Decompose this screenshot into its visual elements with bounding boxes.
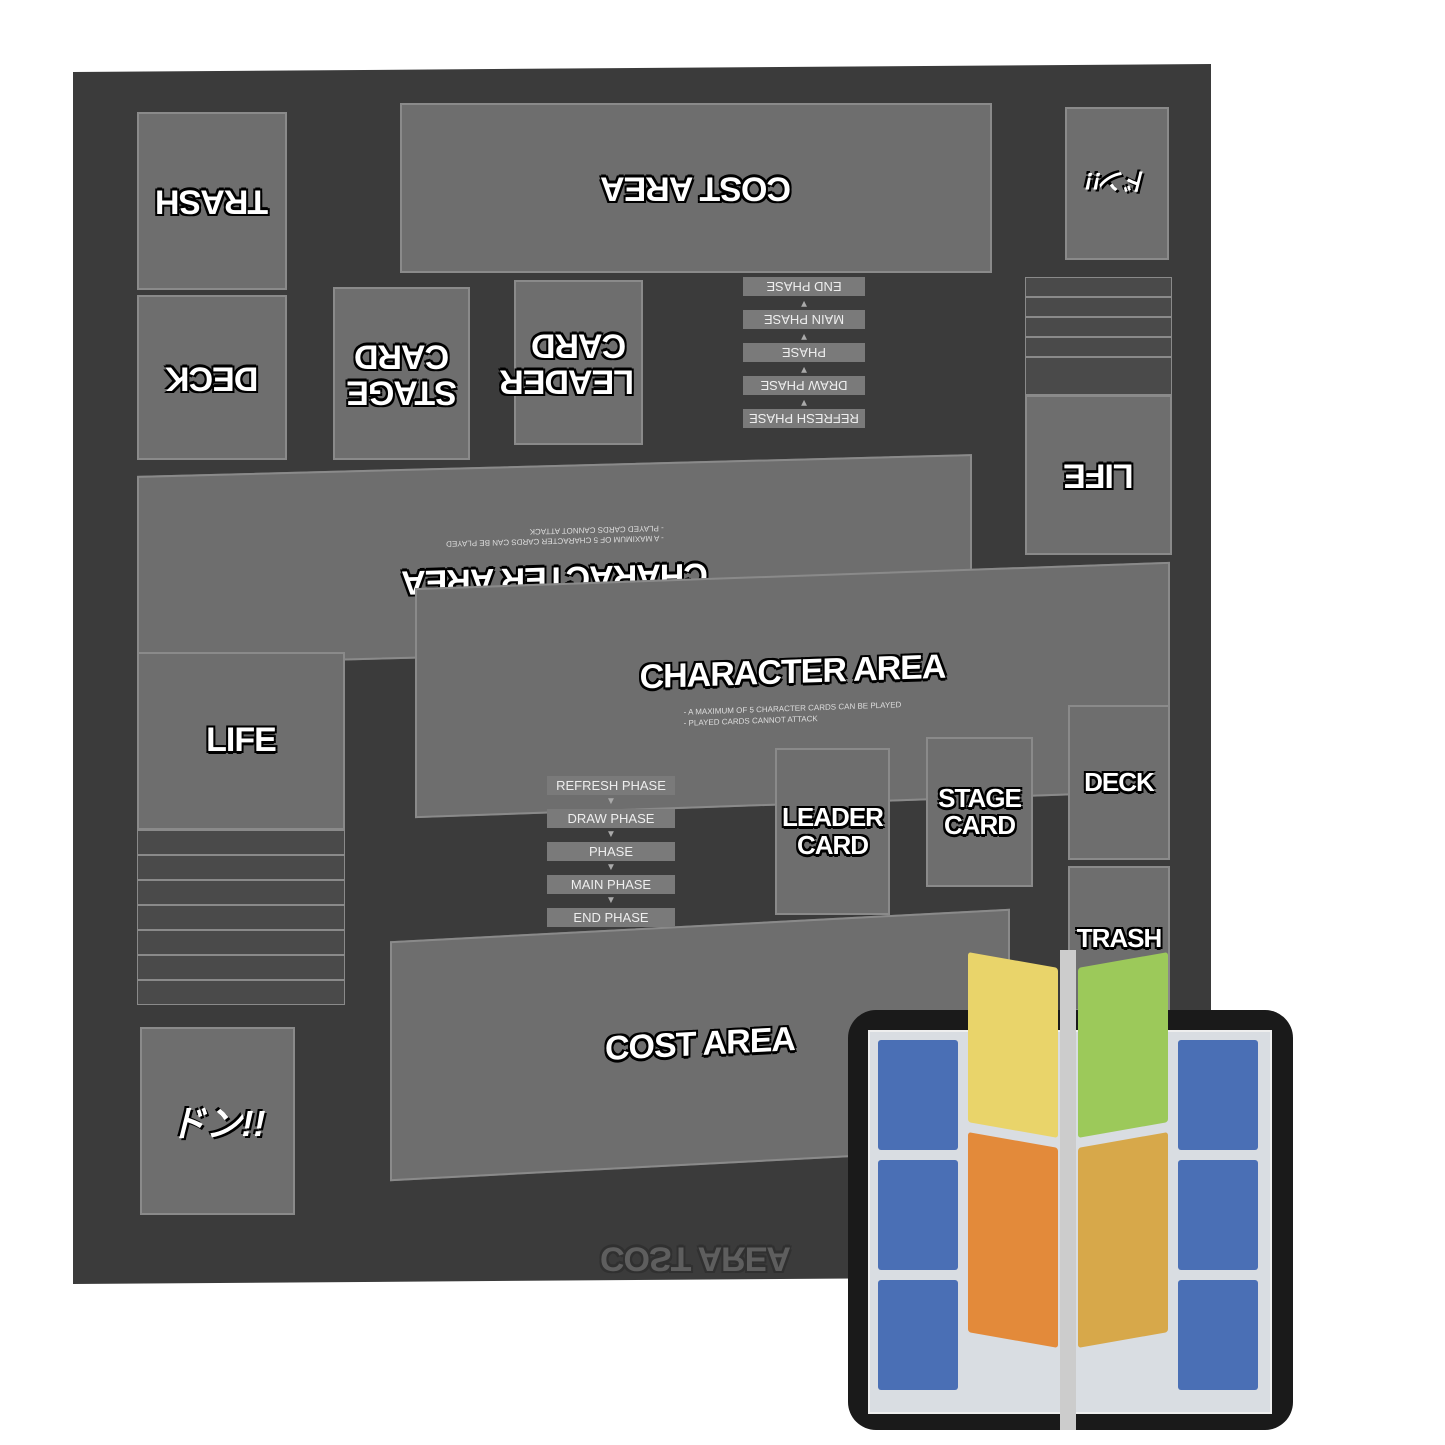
zone-label: COST AREA bbox=[605, 1020, 795, 1069]
card bbox=[968, 1132, 1058, 1348]
life-strip bbox=[137, 955, 345, 980]
zone-label: STAGE CARD bbox=[938, 782, 1022, 840]
phase-item: DRAW PHASE bbox=[743, 376, 865, 395]
life-strip bbox=[137, 855, 345, 880]
arrow-down-icon: ▼ bbox=[799, 397, 809, 408]
opponent-deck-zone: DECK bbox=[137, 295, 287, 460]
arrow-down-icon: ▼ bbox=[799, 364, 809, 375]
player-deck-zone: DECK bbox=[1068, 705, 1170, 860]
zone-label: DECK bbox=[1084, 766, 1155, 797]
phase-item: END PHASE bbox=[547, 908, 675, 927]
zone-label: COST AREA bbox=[601, 169, 791, 208]
life-strip bbox=[137, 880, 345, 905]
zone-label: CHARACTER AREA bbox=[639, 647, 946, 697]
card bbox=[878, 1160, 958, 1270]
opponent-stage-zone: STAGE CARD bbox=[333, 287, 470, 460]
opponent-trash-zone: TRASH bbox=[137, 112, 287, 290]
arrow-down-icon: ▼ bbox=[606, 829, 616, 840]
zone-label: STAGE CARD bbox=[346, 337, 457, 412]
opponent-leader-zone: LEADER CARD bbox=[499, 280, 643, 445]
card bbox=[1078, 952, 1168, 1138]
arrow-down-icon: ▼ bbox=[606, 862, 616, 873]
phase-item: END PHASE bbox=[743, 277, 865, 296]
zone-label: LIFE bbox=[1063, 456, 1134, 495]
phase-item: MAIN PHASE bbox=[547, 875, 675, 894]
binder-spine bbox=[1060, 950, 1076, 1430]
life-strip bbox=[137, 980, 345, 1005]
opponent-cost-area: COST AREA bbox=[400, 103, 992, 273]
player-don-zone: ドン!! bbox=[140, 1027, 295, 1215]
life-strip bbox=[1025, 297, 1172, 317]
card-binder bbox=[848, 950, 1293, 1430]
life-strip bbox=[1025, 317, 1172, 337]
zone-label: LEADER CARD bbox=[499, 326, 634, 401]
zone-label: LEADER CARD bbox=[782, 802, 884, 860]
arrow-down-icon: ▼ bbox=[799, 331, 809, 342]
zone-label: DECK bbox=[165, 359, 259, 398]
card bbox=[878, 1040, 958, 1150]
zone-label: TRASH bbox=[1076, 922, 1163, 953]
arrow-down-icon: ▼ bbox=[606, 895, 616, 906]
card bbox=[968, 952, 1058, 1138]
opponent-phase-list: REFRESH PHASE▼ DRAW PHASE▼ PHASE▼ MAIN P… bbox=[743, 277, 865, 428]
card bbox=[1078, 1132, 1168, 1348]
card bbox=[1178, 1040, 1258, 1150]
life-strip bbox=[1025, 357, 1172, 395]
life-strip bbox=[137, 930, 345, 955]
arrow-down-icon: ▼ bbox=[799, 298, 809, 309]
reflection-label: COST AREA bbox=[600, 1239, 790, 1278]
card bbox=[878, 1280, 958, 1390]
player-life-zone: LIFE bbox=[137, 652, 345, 830]
phase-item: PHASE bbox=[547, 842, 675, 861]
don-logo-icon: ドン!! bbox=[169, 1103, 266, 1144]
life-strip bbox=[137, 905, 345, 930]
phase-item: REFRESH PHASE bbox=[547, 776, 675, 795]
phase-item: REFRESH PHASE bbox=[743, 409, 865, 428]
life-strip bbox=[137, 830, 345, 855]
phase-item: DRAW PHASE bbox=[547, 809, 675, 828]
life-strip bbox=[1025, 277, 1172, 297]
player-phase-list: REFRESH PHASE▼ DRAW PHASE▼ PHASE▼ MAIN P… bbox=[547, 776, 675, 927]
zone-label: TRASH bbox=[155, 182, 269, 221]
life-strip bbox=[1025, 337, 1172, 357]
player-stage-zone: STAGE CARD bbox=[926, 737, 1033, 887]
phase-item: MAIN PHASE bbox=[743, 310, 865, 329]
player-leader-zone: LEADER CARD bbox=[775, 748, 890, 915]
opponent-don-zone: ドン!! bbox=[1065, 107, 1169, 260]
reflection: COST AREA bbox=[600, 1239, 790, 1278]
arrow-down-icon: ▼ bbox=[606, 796, 616, 807]
card bbox=[1178, 1280, 1258, 1390]
don-logo-icon: ドン!! bbox=[1085, 167, 1149, 194]
opponent-life-zone: LIFE bbox=[1025, 395, 1172, 555]
zone-label: LIFE bbox=[206, 721, 277, 760]
phase-item: PHASE bbox=[743, 343, 865, 362]
card bbox=[1178, 1160, 1258, 1270]
